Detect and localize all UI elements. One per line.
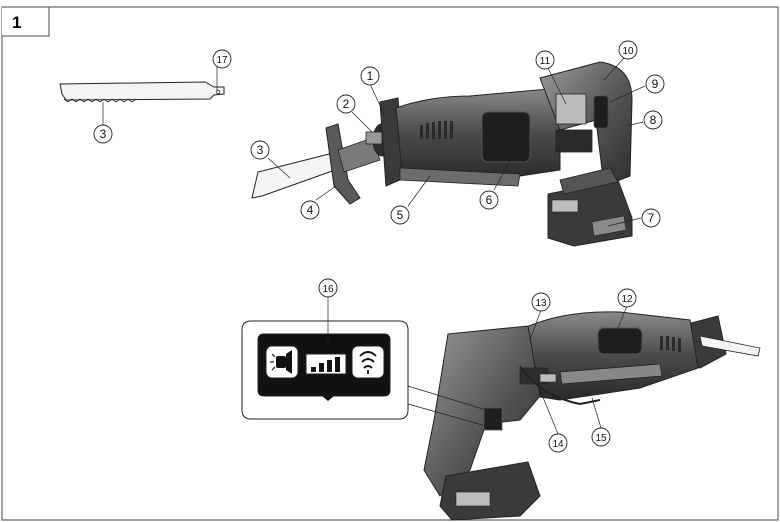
svg-text:14: 14 (552, 439, 564, 450)
outer-border (1, 6, 779, 521)
callout-labels: 1 2 3 3 4 5 6 7 8 9 10 11 12 13 14 15 16… (93, 40, 665, 453)
vent-grille (420, 121, 453, 139)
reciprocating-saw-rear-view (423, 305, 761, 521)
battery-level-bars (311, 357, 340, 372)
svg-text:13: 13 (535, 298, 547, 309)
leader-11 (547, 67, 567, 105)
svg-text:10: 10 (622, 46, 634, 57)
svg-text:16: 16 (322, 284, 334, 295)
rear-handle (539, 61, 633, 187)
svg-text:6: 6 (486, 193, 493, 207)
control-panel-inset (241, 296, 487, 427)
svg-text:3: 3 (100, 127, 107, 141)
callout-8: 8 (643, 110, 663, 130)
svg-text:8: 8 (650, 113, 657, 127)
figure-frame: 1 (1, 6, 779, 521)
callout-3b: 3 (250, 140, 270, 160)
callout-11: 11 (535, 50, 555, 70)
svg-text:12: 12 (621, 294, 633, 305)
callout-10: 10 (618, 40, 638, 60)
light-bulb-icon (270, 350, 292, 374)
leader-5 (407, 175, 431, 207)
leader-15 (591, 397, 602, 429)
mode-icon (359, 351, 377, 374)
svg-text:2: 2 (343, 97, 350, 111)
callout-15: 15 (591, 427, 611, 447)
mode-button (351, 345, 385, 379)
leader-3b (267, 157, 291, 179)
callout-12: 12 (617, 288, 637, 308)
svg-text:1: 1 (367, 69, 374, 83)
callout-2: 2 (336, 94, 356, 114)
figure-number: 1 (12, 13, 21, 32)
leader-10 (603, 57, 625, 81)
leader-14 (535, 379, 559, 435)
callout-17: 17 (212, 49, 232, 69)
rear-handle-rear-view (423, 325, 541, 497)
svg-text:15: 15 (595, 433, 607, 444)
svg-text:9: 9 (652, 77, 659, 91)
hanging-hook (519, 365, 601, 406)
callout-5: 5 (390, 205, 410, 225)
callout-6: 6 (479, 190, 499, 210)
trigger-switch (593, 95, 609, 129)
spare-blade (59, 67, 225, 127)
callout-1: 1 (360, 66, 380, 86)
leader-6 (493, 127, 529, 191)
leader-1 (369, 83, 385, 115)
callout-7: 7 (641, 208, 661, 228)
callout-9: 9 (645, 74, 665, 94)
svg-text:4: 4 (307, 203, 314, 217)
leader-2 (351, 111, 373, 133)
reciprocating-saw-side-view (251, 57, 646, 247)
leader-8 (625, 121, 644, 127)
leader-4 (315, 185, 337, 201)
callout-14: 14 (548, 433, 568, 453)
leader-12 (617, 305, 628, 329)
svg-text:7: 7 (648, 211, 655, 225)
svg-text:11: 11 (540, 56, 551, 67)
battery-pack (547, 179, 633, 247)
leader-13 (529, 309, 542, 341)
callout-4: 4 (300, 200, 320, 220)
callout-13: 13 (531, 292, 551, 312)
svg-text:17: 17 (216, 55, 228, 66)
motor-housing-rear-view (519, 311, 699, 401)
callout-16: 16 (318, 278, 338, 298)
callout-3a: 3 (93, 124, 113, 144)
control-panel (483, 407, 503, 431)
svg-text:3: 3 (257, 143, 264, 157)
figure-number-tab (2, 6, 50, 37)
leader-9 (609, 85, 646, 103)
leader-7 (607, 217, 642, 227)
svg-text:5: 5 (397, 208, 404, 222)
